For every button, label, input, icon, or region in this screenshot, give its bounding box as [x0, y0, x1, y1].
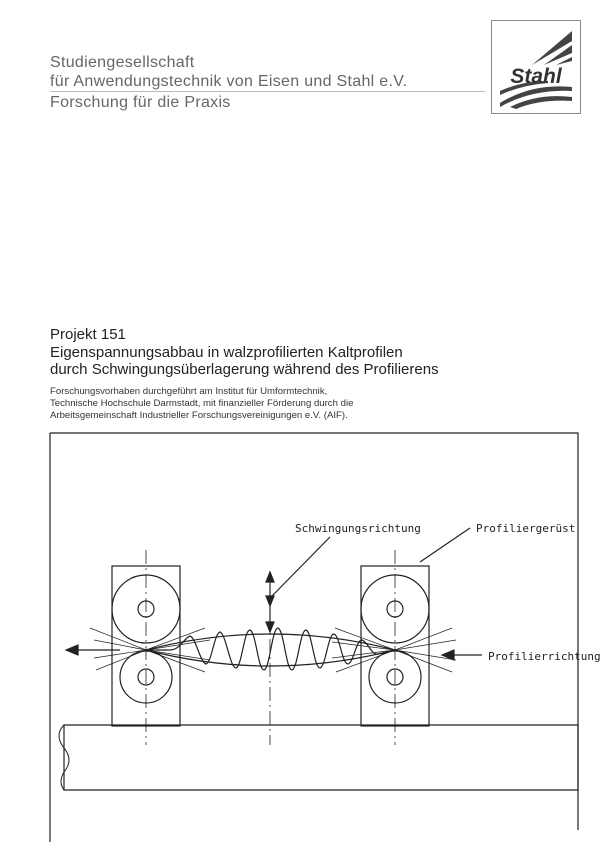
description-line-3: Arbeitsgemeinschaft Industrieller Forsch…	[50, 410, 348, 421]
bed-break-line	[58, 724, 70, 791]
society-name-continued: für Anwendungstechnik von Eisen und Stah…	[50, 73, 408, 90]
header-divider	[50, 91, 485, 92]
project-title-line-1: Eigenspannungsabbau in walzprofilierten …	[50, 344, 403, 361]
machine-bed	[63, 724, 579, 791]
stand-leader	[419, 527, 471, 563]
left-lower-roll-axle	[137, 668, 155, 686]
right-lower-roll-axle	[386, 668, 404, 686]
series-name: Forschung für die Praxis	[50, 94, 231, 111]
label-roll-stand: Profiliergerüst	[476, 522, 575, 535]
society-name: Studiengesellschaft	[50, 54, 195, 71]
description-line-1: Forschungsvorhaben durchgeführt am Insti…	[50, 386, 328, 397]
strip-envelope-upper	[145, 633, 396, 651]
logo-word: Stahl	[510, 65, 562, 88]
vibration-leader	[271, 536, 331, 597]
description-line-2: Technische Hochschule Darmstadt, mit fin…	[50, 398, 354, 409]
label-profiling-direction: Profilierrichtung	[488, 650, 600, 663]
diagram-frame	[49, 432, 579, 842]
stahl-logo: Stahl	[491, 20, 581, 114]
stahl-logo-graphic	[500, 31, 572, 109]
project-title-line-2: durch Schwingungsüberlagerung während de…	[50, 361, 439, 378]
strip-envelope-lower	[145, 649, 396, 667]
label-vibration-direction: Schwingungsrichtung	[295, 522, 421, 535]
project-number: Projekt 151	[50, 326, 126, 343]
